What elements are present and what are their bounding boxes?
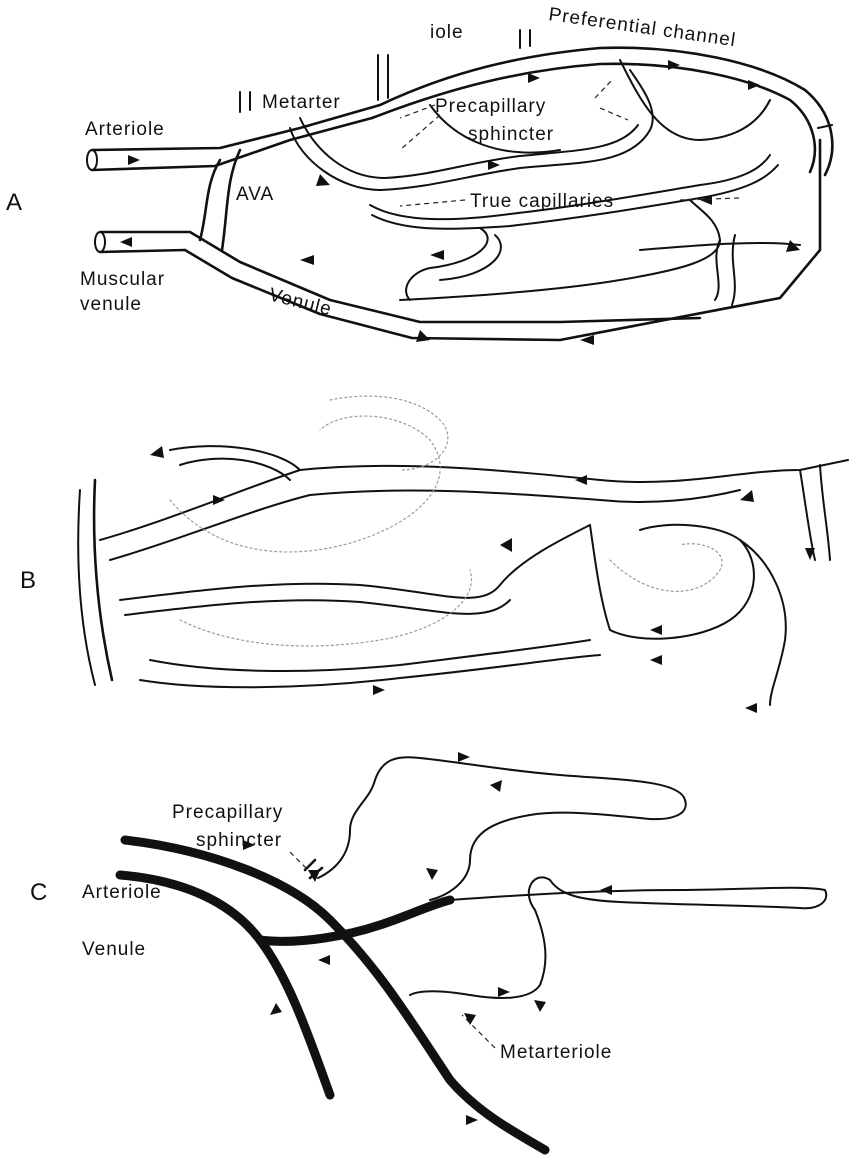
panel-a-label-muscular-venule-line1: Muscular	[80, 269, 165, 290]
panel-c-capillary-loops	[318, 757, 826, 998]
panel-c-label-arteriole: Arteriole	[82, 882, 162, 903]
panel-b-letter: B	[20, 567, 36, 594]
panel-a-label-muscular-venule-line2: venule	[80, 294, 142, 315]
panel-a-label-ava: AVA	[236, 184, 274, 205]
panel-c-label-venule: Venule	[82, 939, 146, 960]
panel-a-label-precapillary-line2: sphincter	[468, 124, 554, 145]
panel-a-label-venule: Venule	[267, 284, 334, 320]
panel-a-label-preferential-channel: Preferential channel	[547, 4, 737, 51]
panel-a: A	[6, 4, 832, 345]
panel-c-venule-vessel	[120, 875, 330, 1095]
panel-a-venule-vessel	[95, 140, 820, 340]
panel-a-label-precapillary-line1: Precapillary	[435, 96, 546, 117]
panel-b-flow-arrows	[150, 446, 815, 713]
panel-c-letter: C	[30, 879, 47, 906]
panel-c-label-precapillary-line1: Precapillary	[172, 802, 283, 823]
panel-a-label-true-capillaries: True capillaries	[470, 191, 614, 212]
panel-c-label-precapillary-line2: sphincter	[196, 830, 282, 851]
panel-a-label-metarteriole-part2: iole	[430, 22, 464, 43]
panel-c: C Precapillary sphincter	[30, 752, 826, 1150]
panel-a-label-arteriole: Arteriole	[85, 119, 165, 140]
panel-b: B	[20, 396, 848, 713]
panel-b-capillary-network	[78, 396, 848, 705]
panel-a-letter: A	[6, 189, 22, 216]
panel-a-label-metarteriole-part1: Metarter	[262, 92, 341, 113]
panel-c-label-metarteriole: Metarteriole	[500, 1042, 612, 1063]
